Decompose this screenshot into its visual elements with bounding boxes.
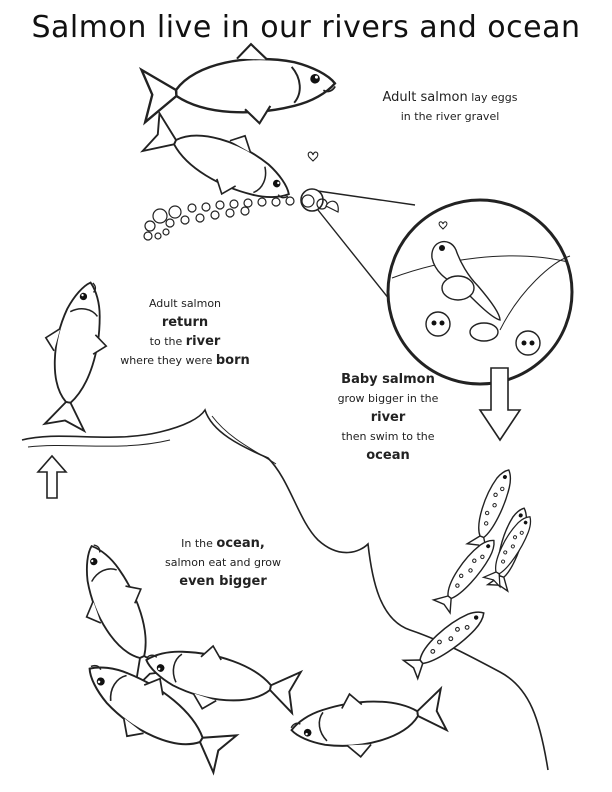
caption-return: Adult salmon return to the river where t… xyxy=(120,294,250,370)
water-line-icon xyxy=(21,408,549,771)
adult-salmon-icon xyxy=(30,275,118,434)
caption-return-line3: to the xyxy=(149,335,183,348)
egg-icon xyxy=(143,194,339,241)
caption-return-bold2: river xyxy=(185,334,221,349)
caption-ocean-bold1: ocean, xyxy=(216,536,265,551)
caption-baby: Baby salmon grow bigger in the river the… xyxy=(318,370,458,465)
caption-return-bold3: born xyxy=(215,353,250,368)
caption-baby-bold2: river xyxy=(370,410,406,425)
caption-ocean-line2: salmon eat and grow xyxy=(165,556,281,569)
adult-salmon-icon xyxy=(138,37,339,220)
caption-baby-bold1: Baby salmon xyxy=(341,372,435,387)
caption-adult-line2: in the river gravel xyxy=(400,110,500,123)
caption-ocean-line1: In the xyxy=(181,537,213,550)
caption-return-bold1: return xyxy=(161,315,209,330)
caption-return-line1: Adult salmon xyxy=(148,297,222,310)
caption-ocean-bold2: even bigger xyxy=(179,574,267,589)
caption-ocean: In the ocean, salmon eat and grow even b… xyxy=(158,534,288,591)
magnifier-circle-icon xyxy=(300,188,574,386)
caption-adult-bold: Adult salmon xyxy=(382,90,468,105)
page-title: Salmon live in our rivers and ocean xyxy=(31,10,581,45)
fry-icon xyxy=(402,465,539,680)
alevin-icon xyxy=(431,221,501,321)
caption-baby-line4: then swim to the xyxy=(341,430,435,443)
caption-baby-line2: grow bigger in the xyxy=(337,392,439,405)
caption-adult-spawn: Adult salmon lay eggs in the river grave… xyxy=(360,88,540,126)
arrow-icon xyxy=(36,367,522,499)
caption-baby-bold3: ocean xyxy=(366,448,410,463)
caption-return-line4: where they were xyxy=(120,354,213,367)
caption-adult-rest: lay eggs xyxy=(471,91,518,104)
